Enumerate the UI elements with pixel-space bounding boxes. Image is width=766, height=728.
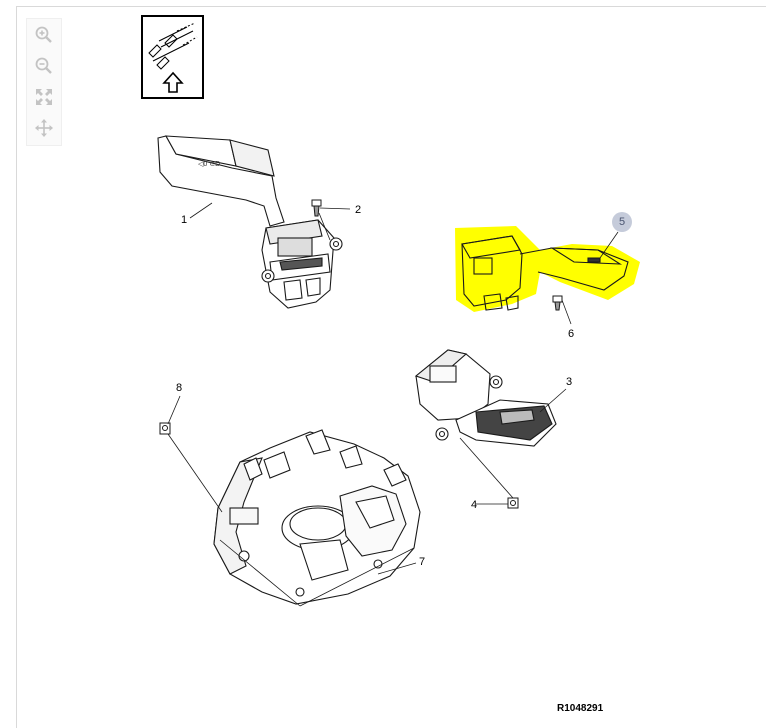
part-8-screw[interactable] [159, 422, 171, 435]
viewer-toolbar [26, 18, 62, 146]
diagram-reference-code: R1048291 [557, 703, 604, 714]
page-left-border [16, 6, 17, 728]
part-6-screw[interactable] [552, 295, 563, 311]
callout-5-selected[interactable]: 5 [612, 212, 632, 232]
part-1-lighting-switch[interactable]: ◁0 ⊂D [157, 135, 343, 309]
callout-4[interactable]: 4 [471, 499, 478, 511]
part-5-wiper-switch[interactable] [455, 226, 640, 312]
fit-screen-icon [36, 89, 52, 105]
part-2-screw[interactable] [311, 199, 322, 217]
fit-screen-button[interactable] [27, 82, 61, 112]
view-navigation-arrow-icon [148, 22, 198, 93]
callout-7[interactable]: 7 [419, 556, 426, 568]
pan-button[interactable] [27, 113, 61, 143]
callout-3[interactable]: 3 [566, 376, 573, 388]
pan-move-icon [35, 119, 53, 137]
part-3-switch[interactable] [414, 349, 557, 447]
callout-2[interactable]: 2 [355, 204, 362, 216]
zoom-in-button[interactable] [27, 20, 61, 50]
view-navigation-box[interactable] [141, 15, 204, 99]
callout-1[interactable]: 1 [181, 214, 188, 226]
callout-8[interactable]: 8 [176, 382, 183, 394]
part-7-clockspring-housing[interactable] [213, 429, 421, 607]
callout-6[interactable]: 6 [568, 328, 575, 340]
zoom-in-icon [35, 26, 52, 43]
leader-lines [167, 202, 619, 575]
zoom-out-icon [35, 57, 52, 74]
page-top-border [16, 6, 766, 7]
zoom-out-button[interactable] [27, 51, 61, 81]
svg-text:◁0 ⊂D: ◁0 ⊂D [198, 161, 220, 168]
part-4-screw[interactable] [507, 497, 519, 509]
